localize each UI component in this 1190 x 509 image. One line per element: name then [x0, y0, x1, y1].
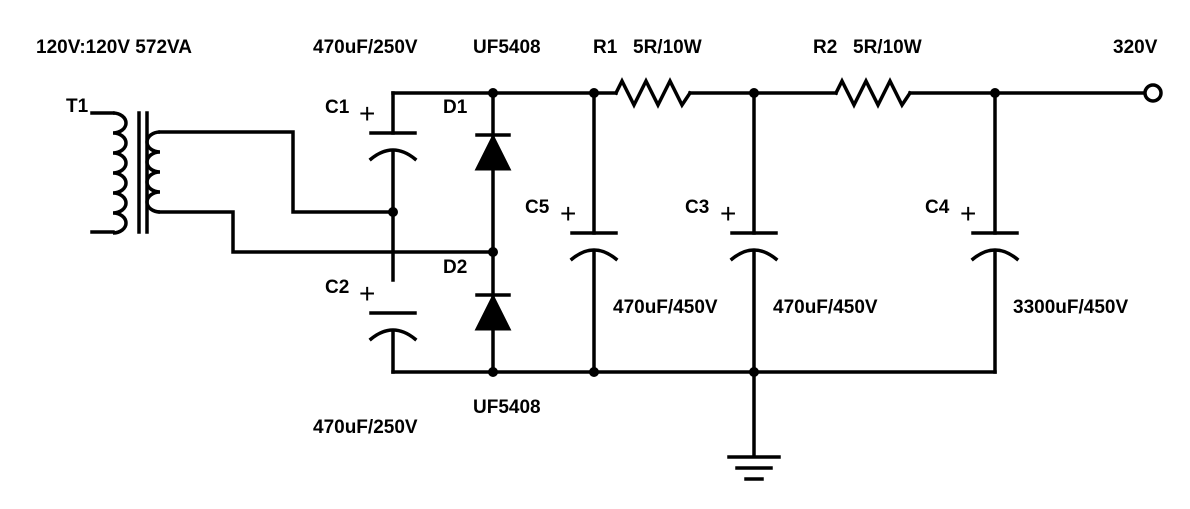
c2-ref-label: C2 — [325, 277, 349, 298]
c1-ref-label: C1 — [325, 97, 350, 118]
capacitor-icon — [569, 231, 619, 262]
c4-polarity-mark: + — [960, 198, 976, 229]
capacitor-c3 — [729, 231, 779, 262]
r1-ref-label: R1 — [593, 37, 618, 58]
c2-value-label: 470uF/250V — [313, 417, 418, 438]
c5-polarity-mark: + — [560, 198, 576, 229]
d1-ref-label: D1 — [443, 97, 468, 118]
capacitor-c5 — [569, 231, 619, 262]
junctions — [388, 88, 1000, 377]
c5-value-label: 470uF/450V — [613, 297, 718, 318]
junction-dot — [749, 88, 759, 98]
secondary-bottom-wire — [158, 210, 495, 254]
c3-polarity-mark: + — [720, 198, 736, 229]
resistor-r2 — [833, 77, 913, 109]
c4-ref-label: C4 — [925, 197, 950, 218]
c2-polarity-mark: + — [359, 278, 375, 309]
diode-icon — [474, 133, 512, 171]
r2-ref-label: R2 — [813, 37, 837, 58]
labels: 120V:120V 572VA T1 470uF/250V C1 + C2 + … — [36, 37, 1158, 438]
junction-dot — [388, 207, 398, 217]
capacitor-icon — [729, 231, 779, 262]
capacitor-icon — [368, 131, 418, 162]
capacitor-c2 — [368, 311, 418, 342]
d2-ref-label: D2 — [443, 257, 467, 278]
primary-winding — [112, 111, 128, 235]
c4-value-label: 3300uF/450V — [1013, 297, 1128, 318]
r1-value-label: 5R/10W — [633, 37, 702, 58]
junction-dot — [488, 247, 498, 257]
d1-part-label: UF5408 — [473, 37, 541, 58]
r2-value-label: 5R/10W — [853, 37, 922, 58]
d2-part-label: UF5408 — [473, 397, 541, 418]
transformer-ref-label: T1 — [66, 96, 89, 117]
diode-d1 — [474, 133, 512, 171]
c1-polarity-mark: + — [359, 98, 375, 129]
secondary-winding — [145, 130, 161, 214]
junction-dot — [589, 88, 599, 98]
resistor-icon — [613, 77, 693, 109]
secondary-top-wire — [158, 130, 395, 214]
transformer-icon — [112, 111, 161, 235]
junction-dot — [749, 367, 759, 377]
output-voltage-label: 320V — [1113, 37, 1158, 58]
c3-ref-label: C3 — [685, 197, 709, 218]
c5-ref-label: C5 — [525, 197, 550, 218]
capacitor-c4 — [970, 231, 1020, 262]
diode-icon — [474, 293, 512, 331]
c1-value-label: 470uF/250V — [313, 37, 418, 58]
junction-dot — [990, 88, 1000, 98]
c3-value-label: 470uF/450V — [773, 297, 878, 318]
capacitor-icon — [368, 311, 418, 342]
capacitor-c1 — [368, 131, 418, 162]
output-terminal-icon — [1143, 83, 1163, 103]
junction-dot — [488, 367, 498, 377]
capacitor-icon — [970, 231, 1020, 262]
junction-dot — [589, 367, 599, 377]
wires — [90, 91, 1146, 458]
resistor-r1 — [613, 77, 693, 109]
ground-icon — [727, 455, 781, 481]
junction-dot — [488, 88, 498, 98]
resistor-icon — [833, 77, 913, 109]
transformer-rating-label: 120V:120V 572VA — [36, 37, 192, 58]
diode-d2 — [474, 293, 512, 331]
